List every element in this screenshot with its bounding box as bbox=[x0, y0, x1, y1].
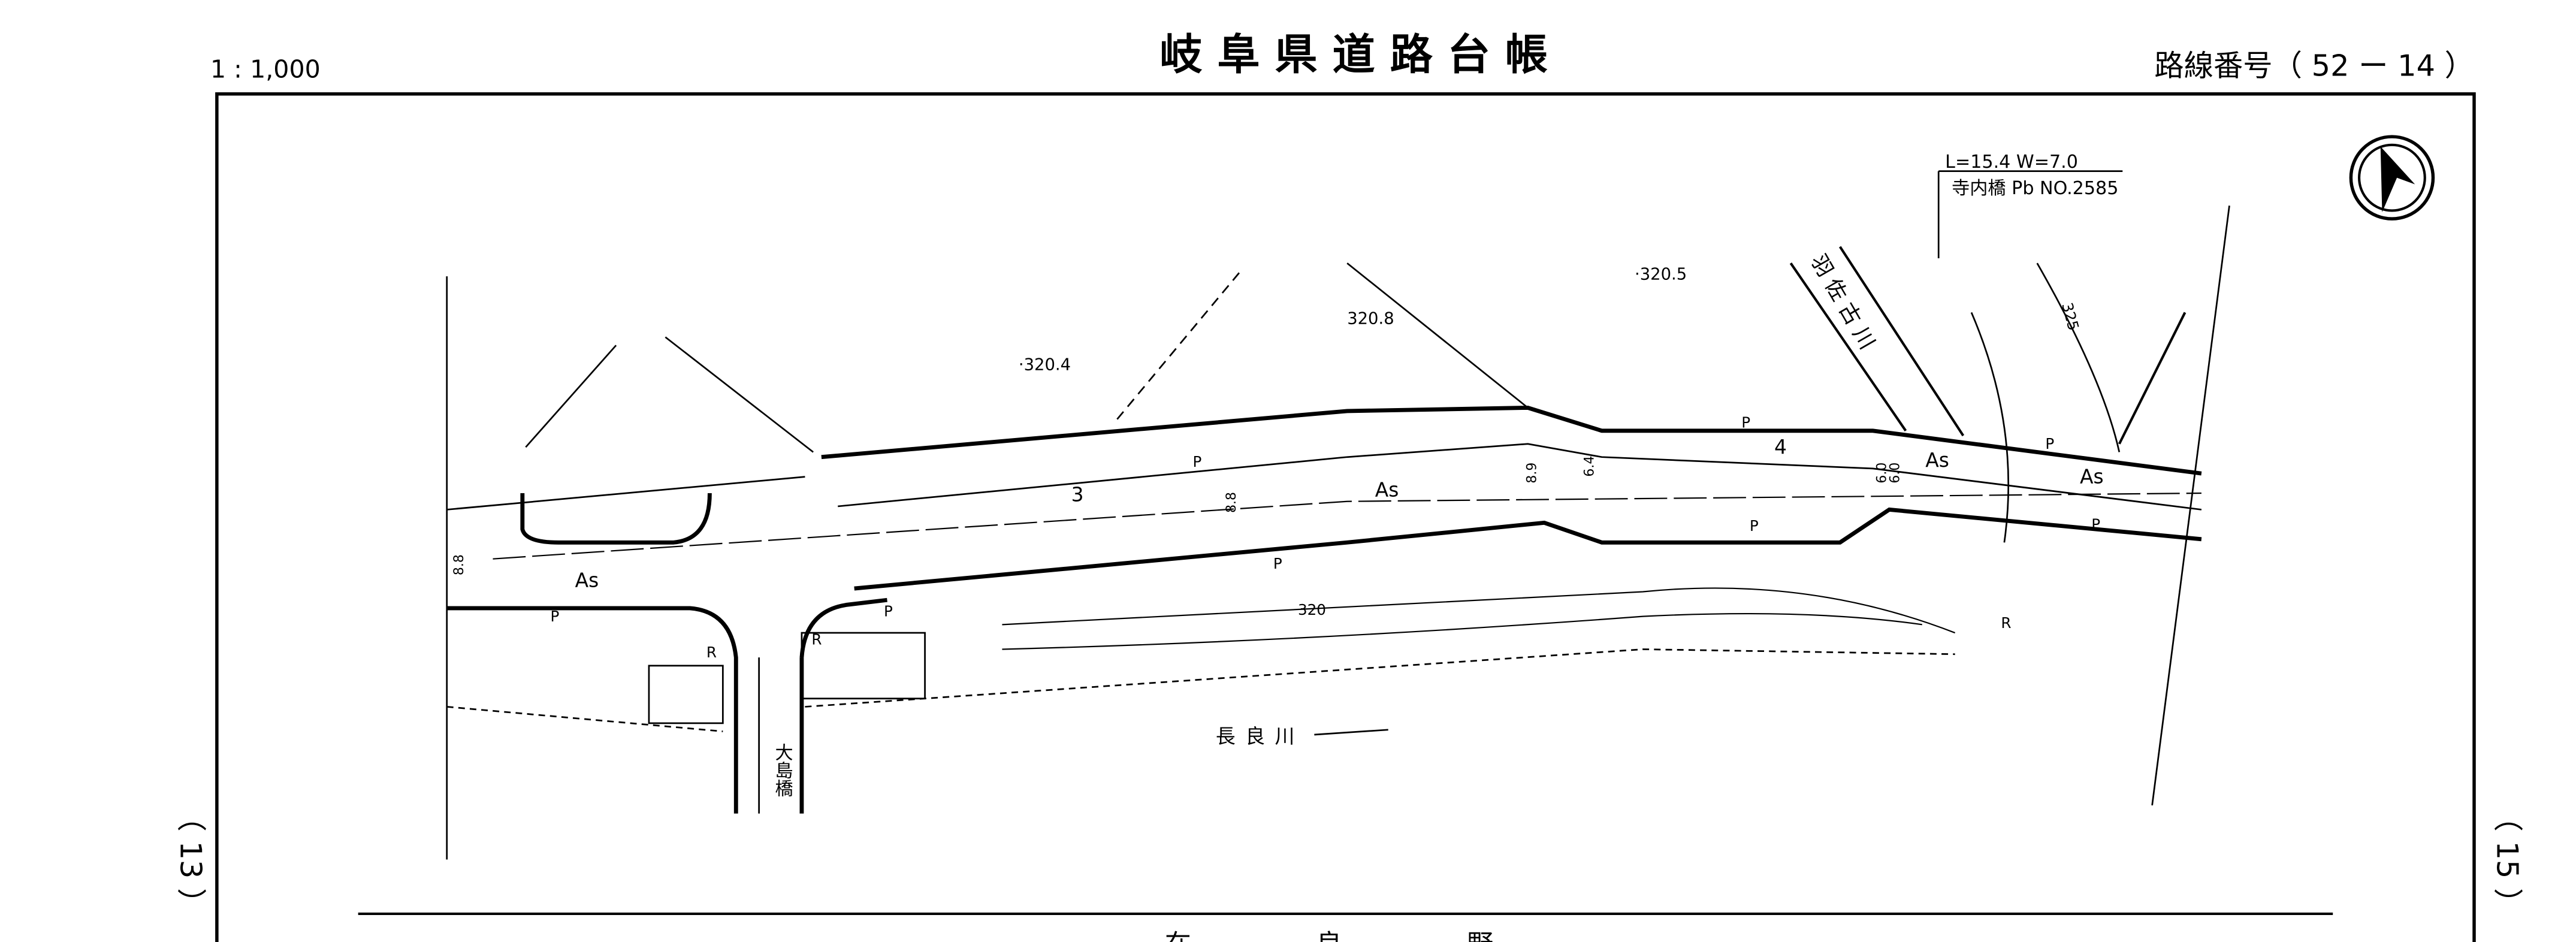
sidewalk-label: P bbox=[1192, 453, 1201, 470]
surface-label: As bbox=[575, 568, 599, 591]
bridge-name: 寺内橋 Pb NO.2585 bbox=[1952, 178, 2118, 199]
surface-label: As bbox=[1375, 478, 1399, 501]
width-label: 6.4 bbox=[1582, 456, 1597, 477]
sidewalk-label: P bbox=[1750, 517, 1759, 535]
corner-radius-label: R bbox=[2001, 614, 2011, 632]
bridge-dimensions: L=15.4 W=7.0 bbox=[1945, 152, 2078, 173]
elevation-label: 320.8 bbox=[1347, 310, 1394, 328]
sidewalk-label: P bbox=[1741, 413, 1750, 431]
station-label: 4 bbox=[1774, 435, 1787, 458]
surface-label: As bbox=[2080, 465, 2104, 488]
river-flow-arrow-icon bbox=[1314, 729, 1388, 736]
route-number: 路線番号（ 52 ー 14 ） bbox=[2154, 49, 2474, 83]
sidewalk-label: P bbox=[2091, 515, 2100, 533]
nagara-river-label: 長良川 bbox=[1216, 724, 1304, 748]
footer-text: 在 良 野 bbox=[1165, 929, 1543, 942]
right-page-number: （ 15 ） bbox=[2490, 802, 2524, 917]
oshima-bridge-label: 大島橋 bbox=[772, 742, 793, 797]
contour-label: 325 bbox=[2058, 301, 2082, 333]
sidewalk-label: P bbox=[884, 603, 893, 620]
contour-label: 320 bbox=[1298, 601, 1326, 618]
sidewalk-label: P bbox=[1273, 555, 1282, 572]
corner-radius-label: R bbox=[811, 630, 822, 648]
surface-label: As bbox=[1925, 448, 1949, 472]
station-label: 3 bbox=[1071, 483, 1084, 506]
map-frame bbox=[215, 92, 2476, 942]
width-label: 6.0 bbox=[1888, 463, 1902, 484]
road-plan-drawing bbox=[446, 206, 2230, 860]
north-arrow-icon bbox=[2349, 135, 2435, 221]
corner-radius-label: R bbox=[706, 644, 717, 661]
elevation-label: ·320.4 bbox=[1019, 355, 1071, 374]
sheet-title: 岐 阜 県 道 路 台 帳 bbox=[1159, 30, 1548, 80]
width-label: 6.0 bbox=[1874, 463, 1889, 484]
sidewalk-label: P bbox=[2045, 435, 2054, 452]
width-label: 8.8 bbox=[1224, 492, 1239, 513]
left-page-number: （ 13 ） bbox=[174, 802, 209, 917]
elevation-label: ·320.5 bbox=[1635, 265, 1687, 284]
width-label: 8.9 bbox=[1524, 463, 1539, 484]
scale-label: 1 : 1,000 bbox=[210, 55, 321, 83]
width-label: 8.8 bbox=[452, 554, 467, 575]
sidewalk-label: P bbox=[550, 608, 559, 625]
